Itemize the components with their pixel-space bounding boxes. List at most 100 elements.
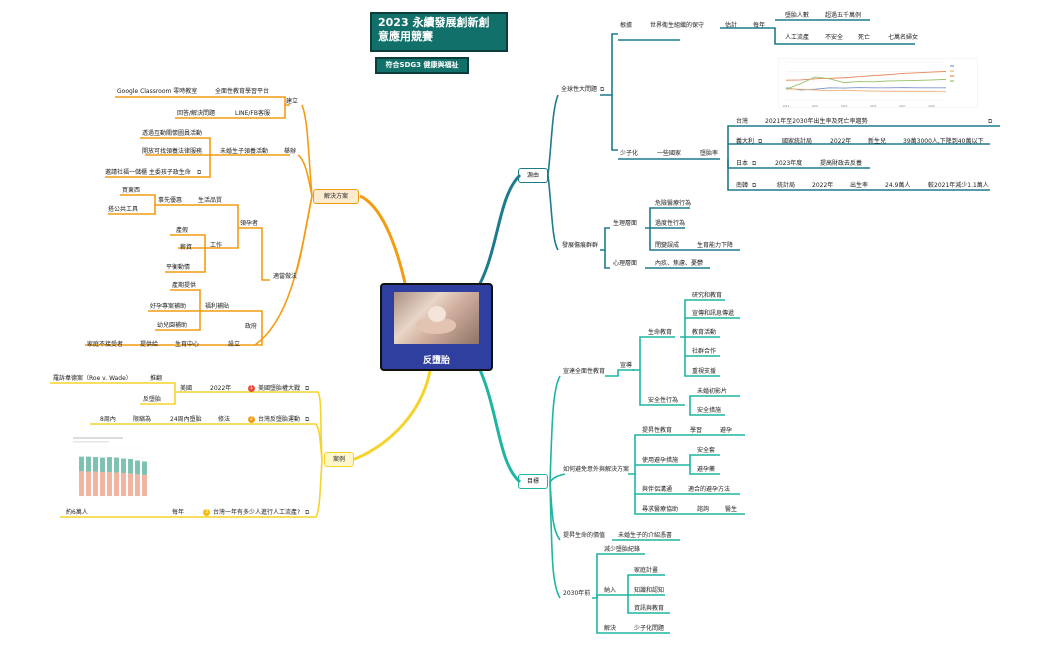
node-s3-a1[interactable]: 事先優惠 (158, 197, 183, 204)
node-plan-b[interactable]: 使用避孕措施 (642, 457, 679, 464)
node-edu-k3d[interactable]: 社群合作 (692, 348, 717, 355)
node-edu-k2[interactable]: 宣導 (620, 362, 633, 369)
node-jp-a[interactable]: 日本 (736, 160, 749, 167)
node-harm-p1a[interactable]: 危險醫療行為 (655, 200, 692, 207)
node-it-b[interactable]: 國家統計局 (782, 138, 813, 145)
node-s3-b1[interactable]: 產假 (176, 227, 189, 234)
node-who-k2[interactable]: 世界衛生組織的保守 (650, 22, 705, 29)
node-s3-a3[interactable]: 搭公共工具 (108, 206, 139, 213)
node-s4-a1[interactable]: 產期提供 (172, 282, 197, 289)
node-edu-k4a[interactable]: 未婚初影片 (697, 388, 728, 395)
node-s3-b2[interactable]: 薪資 (180, 244, 193, 251)
external-link-icon[interactable]: ⧉ (305, 416, 310, 423)
node-s2-k2[interactable]: 未婚生子領養活動 (220, 148, 269, 155)
node-2030-b1[interactable]: 家庭計畫 (634, 567, 659, 574)
case-1-label[interactable]: 美國墮胎權大戰 (258, 385, 301, 392)
node-s2-b[interactable]: 開放可找領養法律服務 (142, 148, 203, 155)
node-harm-p2a[interactable]: 內疚、焦慮、憂鬱 (655, 260, 704, 267)
case-2-label[interactable]: 台灣反墮胎運動 (258, 416, 301, 423)
branch-solution[interactable]: 解決方案 (313, 189, 359, 204)
node-edu-k3a[interactable]: 研究和教育 (692, 292, 723, 299)
node-s4-a[interactable]: 福利補貼 (205, 303, 230, 310)
node-value-k2[interactable]: 未婚生子的介紹憑書 (618, 532, 673, 539)
node-plan-b1[interactable]: 安全套 (697, 447, 716, 454)
node-jp-b[interactable]: 2023年度 (775, 160, 803, 167)
central-topic[interactable]: 反墮胎 (380, 283, 493, 371)
node-s1-b1[interactable]: 回答/解決問題 (177, 110, 216, 117)
node-s3-b[interactable]: 工作 (210, 242, 223, 249)
node-2030-b[interactable]: 納入 (604, 587, 617, 594)
node-value-k1[interactable]: 提昇生命的價值 (563, 532, 606, 539)
case-2-d[interactable]: 8周內 (100, 416, 116, 423)
node-edu-k3e[interactable]: 重視支援 (692, 368, 717, 375)
node-harm-k1[interactable]: 發展傷痕群群 (562, 242, 599, 249)
case-1-b[interactable]: 美國 (180, 385, 193, 392)
case-3-b[interactable]: 約6萬人 (66, 509, 88, 516)
node-2030-c[interactable]: 解決 (604, 625, 617, 632)
node-harm-p1[interactable]: 生理層面 (613, 220, 638, 227)
external-link-icon[interactable]: ⧉ (988, 118, 993, 125)
node-s4-b[interactable]: 設立 (228, 341, 241, 348)
node-2030-c1[interactable]: 少子化問題 (634, 625, 665, 632)
case-3-label[interactable]: 台灣一年有多少人進行人工流產? (213, 509, 301, 516)
node-it-a[interactable]: 義大利 (736, 138, 755, 145)
node-s4-a3[interactable]: 幼兒園補助 (157, 322, 188, 329)
node-s3-k1[interactable]: 適當做法 (273, 273, 298, 280)
node-kr-d[interactable]: 出生率 (850, 182, 869, 189)
node-birth-k1[interactable]: 少子化 (620, 150, 639, 157)
case-1-b1[interactable]: 羅訴韋德案（Roe v. Wade） (53, 375, 132, 382)
node-s2-k1[interactable]: 舉辦 (284, 148, 297, 155)
node-s2-a[interactable]: 透過互動關懷圖員活動 (142, 130, 203, 137)
case-1-c[interactable]: 反墮胎 (143, 396, 162, 403)
node-2030-b2[interactable]: 知識和認知 (634, 587, 665, 594)
origin-global[interactable]: 全球性大問題 (561, 86, 598, 93)
node-it-d[interactable]: 新生兒 (868, 138, 887, 145)
case-2-b[interactable]: 24周內墮胎 (170, 416, 202, 423)
node-harm-p1b[interactable]: 過度性行為 (655, 220, 686, 227)
external-link-icon[interactable]: ⧉ (752, 182, 757, 189)
node-birth-k3[interactable]: 墮胎率 (700, 150, 719, 157)
node-plan-a2[interactable]: 避孕 (720, 427, 733, 434)
node-s4-a2[interactable]: 好孕專案補助 (150, 303, 187, 310)
node-kr-e[interactable]: 24.9萬人 (885, 182, 911, 189)
node-s3-a[interactable]: 生活品質 (198, 197, 223, 204)
node-who-r1a[interactable]: 墮胎人數 (785, 12, 810, 19)
node-plan-a[interactable]: 提昇性教育 (642, 427, 673, 434)
case-1-b2[interactable]: 推翻 (150, 375, 163, 382)
node-kr-a[interactable]: 南韓 (736, 182, 749, 189)
node-birth-k2[interactable]: 一些國家 (657, 150, 682, 157)
node-it-c[interactable]: 2022年 (830, 138, 852, 145)
external-link-icon[interactable]: ⧉ (197, 169, 202, 176)
node-edu-k3[interactable]: 生命教育 (648, 329, 673, 336)
node-kr-f[interactable]: 較2021年減少1.1萬人 (928, 182, 989, 189)
node-who-k4[interactable]: 每年 (753, 22, 766, 29)
node-s3-a2[interactable]: 買東西 (122, 187, 141, 194)
node-who-r2d[interactable]: 七萬名婦女 (888, 34, 919, 41)
node-harm-p1d[interactable]: 生育能力下降 (697, 242, 734, 249)
external-link-icon[interactable]: ⧉ (305, 385, 310, 392)
node-harm-p2[interactable]: 心理層面 (613, 260, 638, 267)
case-2-a[interactable]: 修法 (218, 416, 231, 423)
node-edu-k4[interactable]: 安全性行為 (648, 397, 679, 404)
node-s4-k1[interactable]: 政府 (245, 323, 258, 330)
node-plan-c1[interactable]: 適合的避孕方法 (688, 486, 731, 493)
node-s3-b3[interactable]: 平衡動情 (166, 264, 191, 271)
node-s2-c[interactable]: 邀請社福一儲櫃 主委孩子政生命 (105, 169, 191, 176)
node-kr-c[interactable]: 2022年 (812, 182, 834, 189)
node-s1-a2[interactable]: 全面性教育學習平台 (215, 88, 270, 95)
node-tw-a[interactable]: 台灣 (736, 118, 749, 125)
node-s1-b2[interactable]: LINE/FB客服 (235, 110, 270, 117)
node-who-k3[interactable]: 估計 (725, 22, 738, 29)
node-s1-k1[interactable]: 建立 (286, 98, 299, 105)
node-s4-b3[interactable]: 家庭不接受者 (87, 341, 124, 348)
node-plan-c[interactable]: 與伴侶溝通 (642, 486, 673, 493)
external-link-icon[interactable]: ⧉ (305, 509, 310, 516)
case-2-c[interactable]: 限縮為 (133, 416, 152, 423)
node-s1-a1[interactable]: Google Classroom 零時教室 (117, 88, 198, 95)
node-plan-d2[interactable]: 醫生 (725, 506, 738, 513)
node-edu-k3b[interactable]: 宣傳和訊息傳遞 (692, 310, 735, 317)
node-2030-a[interactable]: 減少墮胎紀錄 (604, 546, 641, 553)
node-who-r1b[interactable]: 超過五千萬例 (825, 12, 862, 19)
case-1-a[interactable]: 2022年 (210, 385, 232, 392)
node-plan-d[interactable]: 尋求醫療協助 (642, 506, 679, 513)
